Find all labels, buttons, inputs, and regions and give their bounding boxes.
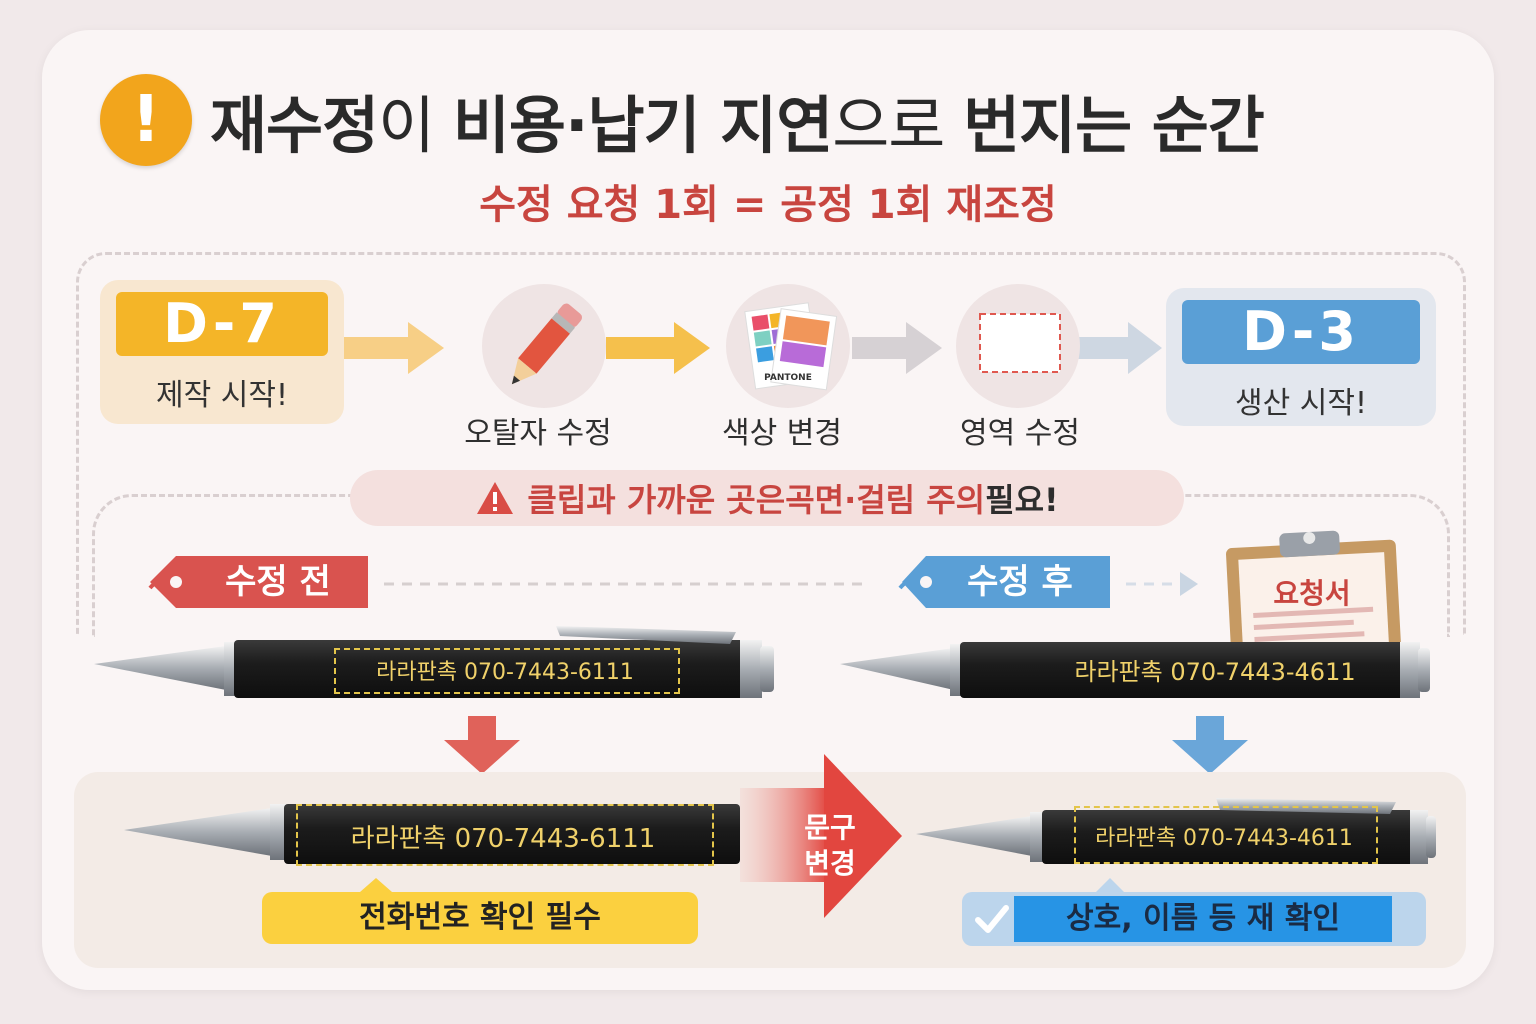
pantone-swatch-icon: PANTONE: [744, 302, 838, 391]
caution-part-2: 곡면·걸림 주의: [785, 481, 986, 519]
rewording-line-1: 문구: [804, 811, 856, 844]
step-circle-color: PANTONE: [726, 284, 850, 408]
after-result-pen: [916, 798, 1436, 864]
after-connector-head: [1180, 572, 1198, 596]
title-part-particle2: 으로: [832, 89, 964, 162]
after-note-caret: [1096, 878, 1124, 892]
step-label-typo: 오탈자 수정: [464, 416, 612, 451]
after-result-print-area: [1074, 806, 1378, 864]
start-milestone-label: D-7: [116, 292, 328, 356]
arrow-4: [1078, 322, 1162, 374]
after-pen-text: 라라판촉 070-7443-4611: [1074, 658, 1356, 686]
warning-triangle-icon: [477, 482, 514, 514]
after-pen: [840, 642, 1430, 698]
after-tag-label: 수정 후: [967, 562, 1073, 602]
end-milestone-label: D-3: [1182, 300, 1420, 364]
caution-part-1: 클립과 가까운 곳은: [527, 481, 786, 519]
rewording-arrow: [740, 754, 902, 918]
title-part-rework: 재수정: [210, 89, 379, 162]
rewording-arrow-label: 문구 변경: [790, 810, 870, 882]
step-label-area: 영역 수정: [960, 416, 1080, 451]
exclamation-icon: !: [100, 74, 192, 166]
pantone-badge: PANTONE: [764, 373, 812, 383]
after-tag: [898, 556, 1110, 608]
arrow-2: [606, 322, 710, 374]
step-circle-area: [956, 284, 1080, 408]
caution-part-3: 필요!: [985, 481, 1059, 519]
start-milestone-sub: 제작 시작!: [156, 378, 288, 413]
before-result-text: 라라판촉 070-7443-6111: [350, 824, 656, 854]
end-milestone: D-3 생산 시작!: [1166, 288, 1436, 426]
after-down-arrow: [1172, 716, 1248, 774]
after-result-text: 라라판촉 070-7443-4611: [1095, 826, 1353, 851]
before-result-print-area: [296, 804, 714, 866]
subtitle: 수정 요청 1회 = 공정 1회 재조정: [479, 182, 1057, 228]
start-milestone: D-7 제작 시작!: [100, 280, 344, 424]
arrow-1: [344, 322, 444, 374]
title-part-cost-delay: 비용·납기 지연: [452, 89, 833, 162]
recheck-note: 상호, 이름 등 재 확인: [1014, 896, 1392, 942]
title-text: 재수정이 비용·납기 지연으로 번지는 순간: [210, 75, 1265, 165]
before-pen-text: 라라판촉 070-7443-6111: [376, 660, 634, 685]
timeline-frame: [76, 252, 1466, 635]
clipboard-icon: [1226, 530, 1401, 656]
before-result-pen: [124, 804, 740, 864]
arrow-3: [852, 322, 942, 374]
before-pen-print-area: [334, 648, 680, 694]
before-down-arrow: [444, 716, 520, 774]
dashed-area-icon: [979, 313, 1061, 373]
step-label-color: 색상 변경: [722, 416, 842, 451]
page-title: ! 재수정이 비용·납기 지연으로 번지는 순간: [100, 70, 1440, 170]
before-tag: [148, 556, 368, 608]
checkmark-icon: [975, 905, 1009, 933]
caution-banner: 클립과 가까운 곳은 곡면·걸림 주의 필요!: [350, 470, 1184, 526]
title-part-particle: 이: [378, 89, 453, 162]
rewording-line-2: 변경: [804, 847, 856, 880]
before-tag-label: 수정 전: [225, 562, 331, 602]
phone-check-note: 전화번호 확인 필수: [262, 892, 698, 944]
before-note-caret: [360, 878, 392, 892]
title-part-moment: 번지는 순간: [963, 89, 1265, 162]
step-circle-typo: [482, 284, 606, 408]
before-pen: [94, 626, 774, 698]
clipboard-label: 요청서: [1273, 577, 1351, 610]
pencil-icon: [511, 303, 583, 385]
end-milestone-sub: 생산 시작!: [1235, 386, 1367, 421]
